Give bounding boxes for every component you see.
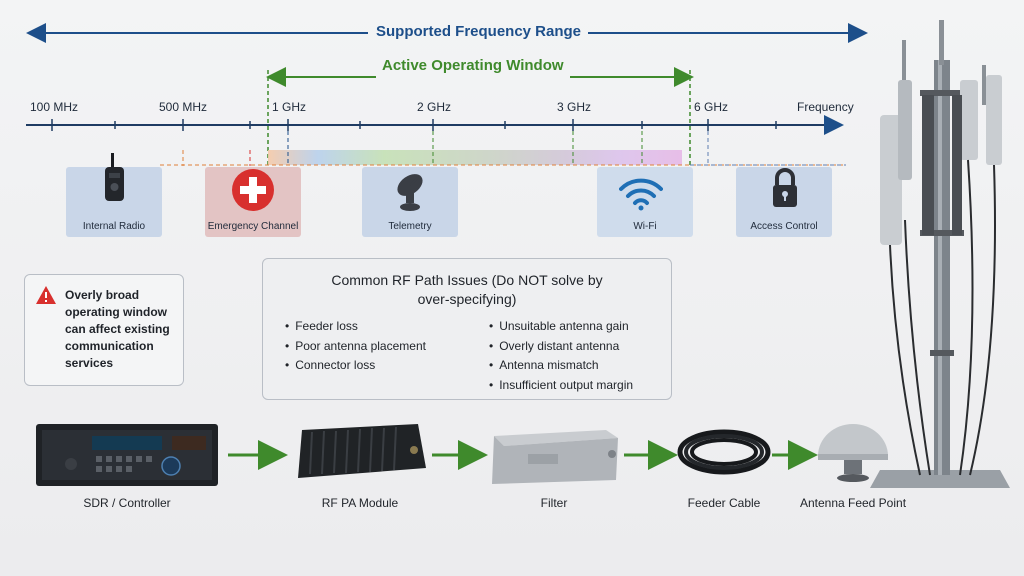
issue-item: Antenna mismatch	[489, 356, 633, 376]
chain-label-filter: Filter	[540, 496, 568, 510]
handheld-radio-icon	[105, 153, 124, 201]
warning-box: Overly broad operating window can affect…	[24, 274, 184, 386]
issue-item: Overly distant antenna	[489, 337, 633, 357]
issue-item: Insufficient output margin	[489, 376, 633, 396]
issues-list-left: Feeder loss Poor antenna placement Conne…	[285, 317, 426, 376]
supported-range-title: Supported Frequency Range	[376, 23, 582, 40]
service-label: Internal Radio	[82, 221, 146, 232]
red-cross-icon	[232, 169, 274, 211]
chain-label-feeder: Feeder Cable	[687, 496, 761, 510]
warning-triangle-icon	[36, 286, 56, 304]
pa-module-icon	[298, 424, 426, 478]
filter-box-icon	[492, 430, 618, 484]
coiled-cable-icon	[677, 429, 771, 475]
issues-title: Common RF Path Issues (Do NOT solve by o…	[331, 272, 603, 307]
dome-antenna-icon	[818, 424, 888, 482]
padlock-icon	[773, 168, 797, 207]
service-label: Telemetry	[388, 221, 432, 232]
service-telemetry: Telemetry	[362, 167, 458, 237]
service-label: Wi-Fi	[633, 221, 657, 232]
chain-label-pa: RF PA Module	[321, 496, 399, 510]
rf-path-issues-box: Common RF Path Issues (Do NOT solve by o…	[262, 258, 672, 400]
tick-label-1ghz: 1 GHz	[272, 100, 307, 114]
tick-label-500mhz: 500 MHz	[159, 100, 208, 114]
issue-item: Poor antenna placement	[285, 337, 426, 357]
tick-label-100mhz: 100 MHz	[30, 100, 79, 114]
service-emergency-channel: Emergency Channel	[205, 167, 301, 237]
tick-label-3ghz: 3 GHz	[557, 100, 592, 114]
satellite-dish-icon	[397, 174, 423, 211]
axis-label-frequency: Frequency	[797, 100, 854, 114]
service-wifi: Wi-Fi	[597, 167, 693, 237]
service-label: Emergency Channel	[207, 221, 299, 232]
chain-label-antenna-feed: Antenna Feed Point	[799, 496, 907, 510]
chain-label-sdr: SDR / Controller	[83, 496, 171, 510]
issue-item: Connector loss	[285, 356, 426, 376]
sdr-controller-icon	[36, 424, 218, 486]
antenna-tower-image	[870, 20, 1010, 488]
issues-list-right: Unsuitable antenna gain Overly distant a…	[489, 317, 633, 395]
active-window-title: Active Operating Window	[382, 57, 564, 74]
issue-item: Unsuitable antenna gain	[489, 317, 633, 337]
issue-item: Feeder loss	[285, 317, 426, 337]
tick-label-6ghz: 6 GHz	[694, 100, 729, 114]
warning-text: Overly broad operating window can affect…	[65, 288, 170, 370]
service-label: Access Control	[750, 221, 818, 232]
tick-label-2ghz: 2 GHz	[417, 100, 452, 114]
wifi-icon	[619, 178, 663, 211]
service-internal-radio: Internal Radio	[66, 153, 162, 237]
service-access-control: Access Control	[736, 167, 832, 237]
